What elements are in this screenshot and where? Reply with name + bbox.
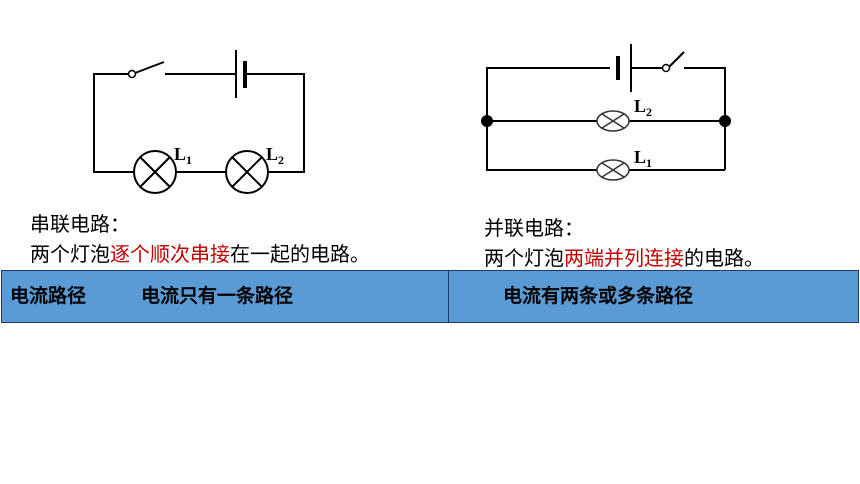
- parallel-def-highlight: 两端并列连接: [564, 246, 684, 270]
- series-switch: [127, 61, 165, 79]
- parallel-label-l2: L2: [634, 96, 652, 119]
- series-title: 串联电路：: [30, 212, 130, 236]
- series-def-highlight: 逐个顺次串接: [110, 242, 230, 266]
- parallel-circuit-diagram: L2 L1: [481, 44, 731, 181]
- parallel-def-prefix: 两个灯泡: [484, 246, 564, 270]
- series-def-prefix: 两个灯泡: [30, 242, 110, 266]
- parallel-lamp-l2: [596, 110, 630, 132]
- comparison-table: 电流路径 电流只有一条路径 电流有两条或多条路径: [1, 270, 859, 323]
- parallel-junctions: [481, 115, 731, 127]
- parallel-lamp-l1: [596, 159, 630, 181]
- parallel-definition: 两个灯泡两端并列连接的电路。: [484, 243, 764, 273]
- parallel-description: 并联电路： 两个灯泡两端并列连接的电路。: [484, 213, 764, 273]
- series-wires: [93, 73, 305, 173]
- parallel-switch: [661, 51, 685, 73]
- parallel-title: 并联电路：: [484, 216, 584, 240]
- series-label-l1: L1: [174, 144, 192, 167]
- parallel-label-l1: L1: [634, 147, 652, 170]
- parallel-battery: [616, 44, 632, 92]
- table-divider: [448, 271, 449, 322]
- table-header-cell: 电流路径: [10, 285, 87, 307]
- series-lamp-l2: [225, 150, 269, 194]
- series-lamp-l1: [133, 150, 177, 194]
- table-parallel-cell: 电流有两条或多条路径: [503, 285, 694, 307]
- parallel-def-suffix: 的电路。: [684, 246, 764, 270]
- table-series-cell: 电流只有一条路径: [141, 285, 294, 307]
- series-battery: [235, 50, 247, 98]
- series-label-l2: L2: [266, 144, 284, 167]
- series-def-suffix: 在一起的电路。: [230, 242, 370, 266]
- series-definition: 两个灯泡逐个顺次串接在一起的电路。: [30, 239, 370, 269]
- series-circuit-diagram: L1 L2: [93, 50, 305, 194]
- series-description: 串联电路： 两个灯泡逐个顺次串接在一起的电路。: [30, 209, 370, 269]
